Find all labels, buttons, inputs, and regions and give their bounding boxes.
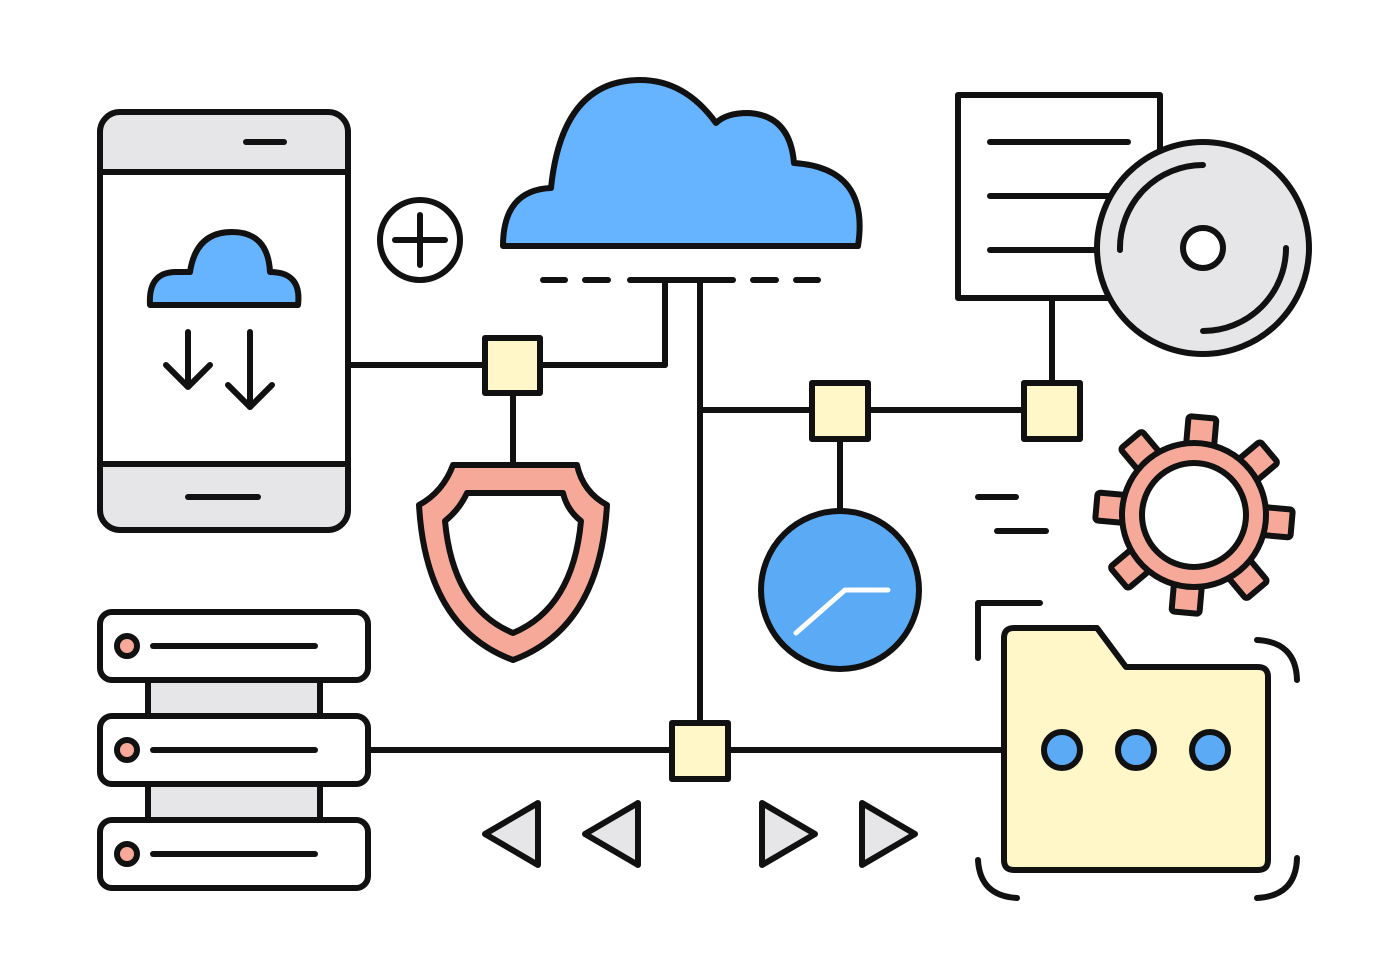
rewind-arrows-icon bbox=[482, 800, 641, 868]
clock-icon bbox=[758, 508, 922, 672]
junction-node bbox=[669, 720, 731, 782]
forward-arrows-icon bbox=[759, 800, 918, 868]
junction-nodes bbox=[482, 335, 1083, 782]
junction-node bbox=[482, 335, 543, 396]
folder-icon bbox=[975, 600, 1300, 901]
disc-icon bbox=[1094, 139, 1312, 357]
cloud-icon bbox=[500, 77, 863, 249]
server-stack-icon bbox=[97, 609, 371, 891]
gear-icon bbox=[1092, 413, 1296, 617]
junction-node bbox=[1021, 380, 1083, 442]
add-circle-icon bbox=[377, 197, 463, 283]
connector-lines bbox=[347, 277, 1055, 753]
motion-lines bbox=[975, 494, 1049, 534]
smartphone-cloud-download-icon bbox=[97, 109, 351, 533]
shield-icon bbox=[416, 462, 610, 663]
junction-node bbox=[809, 380, 871, 442]
